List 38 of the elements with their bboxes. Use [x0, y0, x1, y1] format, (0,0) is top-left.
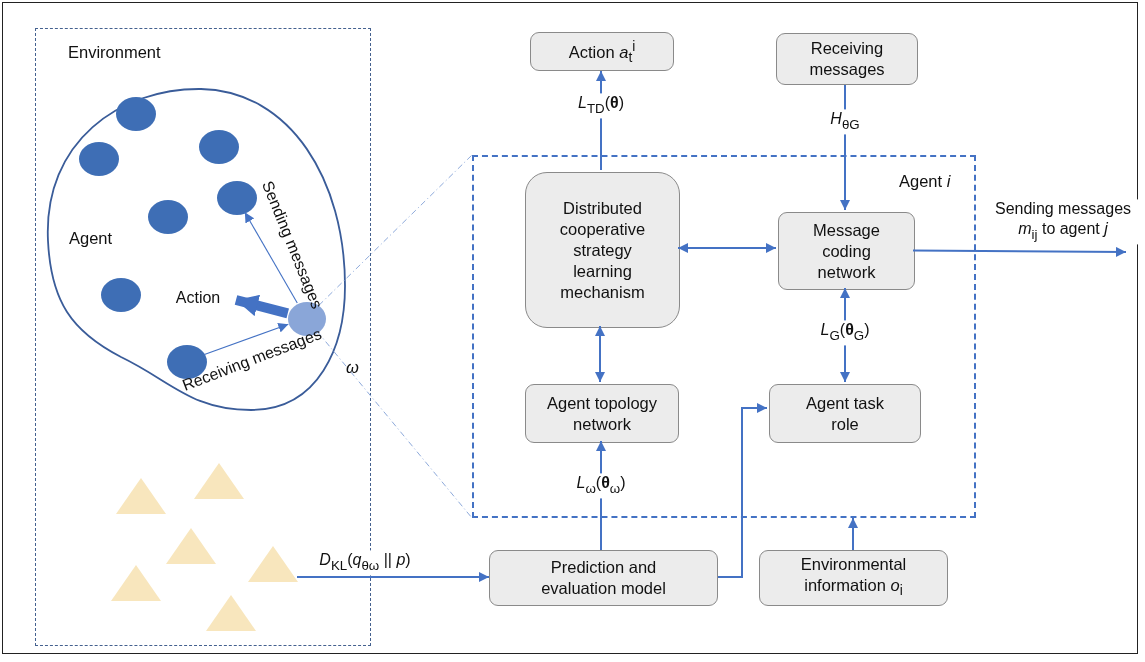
edge-label: D$_{KL}$(q$_{θω}$ || p) — [317, 550, 413, 576]
agent-boundary — [472, 155, 976, 518]
edge-label: L$_{ω}$(θ$_{ω}$) — [574, 473, 628, 499]
zoom-line — [318, 154, 473, 306]
edge-label: L$_{G}$(θ$_{G}$) — [818, 320, 872, 346]
agent-circle — [101, 278, 141, 312]
arrow — [840, 84, 850, 211]
agent-circle — [116, 97, 156, 131]
angle-label: ω — [346, 358, 359, 377]
arrow — [912, 246, 1127, 257]
arrow — [203, 323, 289, 355]
agent-circle — [79, 142, 119, 176]
arrow — [595, 325, 605, 383]
process-box: Distributed cooperative strategy learning mechanism — [525, 172, 680, 328]
arrow — [717, 403, 768, 578]
arrow — [244, 211, 298, 304]
arrow — [677, 243, 777, 253]
agent-circle — [199, 130, 239, 164]
thick-arrow — [234, 294, 289, 319]
process-box: Prediction and evaluation model — [489, 550, 718, 606]
arrow — [848, 517, 858, 551]
process-box: Receiving messages — [776, 33, 918, 85]
arrow — [596, 70, 606, 171]
agent-circle — [148, 200, 188, 234]
process-box: Message coding network — [778, 212, 915, 290]
zoom-line — [316, 331, 473, 519]
edge-label: H$_{θG}$ — [828, 109, 862, 135]
boundary-title: Agent i — [899, 172, 951, 191]
agent-circle — [217, 181, 257, 215]
process-box: Agent topology network — [525, 384, 679, 443]
arrow — [296, 572, 490, 582]
process-box: Agent task role — [769, 384, 921, 443]
process-box: Environmental information o$_{i}$ — [759, 550, 948, 606]
group-label: Agent — [69, 229, 113, 248]
region-title: Environment — [68, 43, 161, 62]
arrow — [840, 287, 850, 383]
edge-label: L$_{TD}$(θ) — [576, 93, 626, 119]
arrow — [596, 440, 606, 551]
